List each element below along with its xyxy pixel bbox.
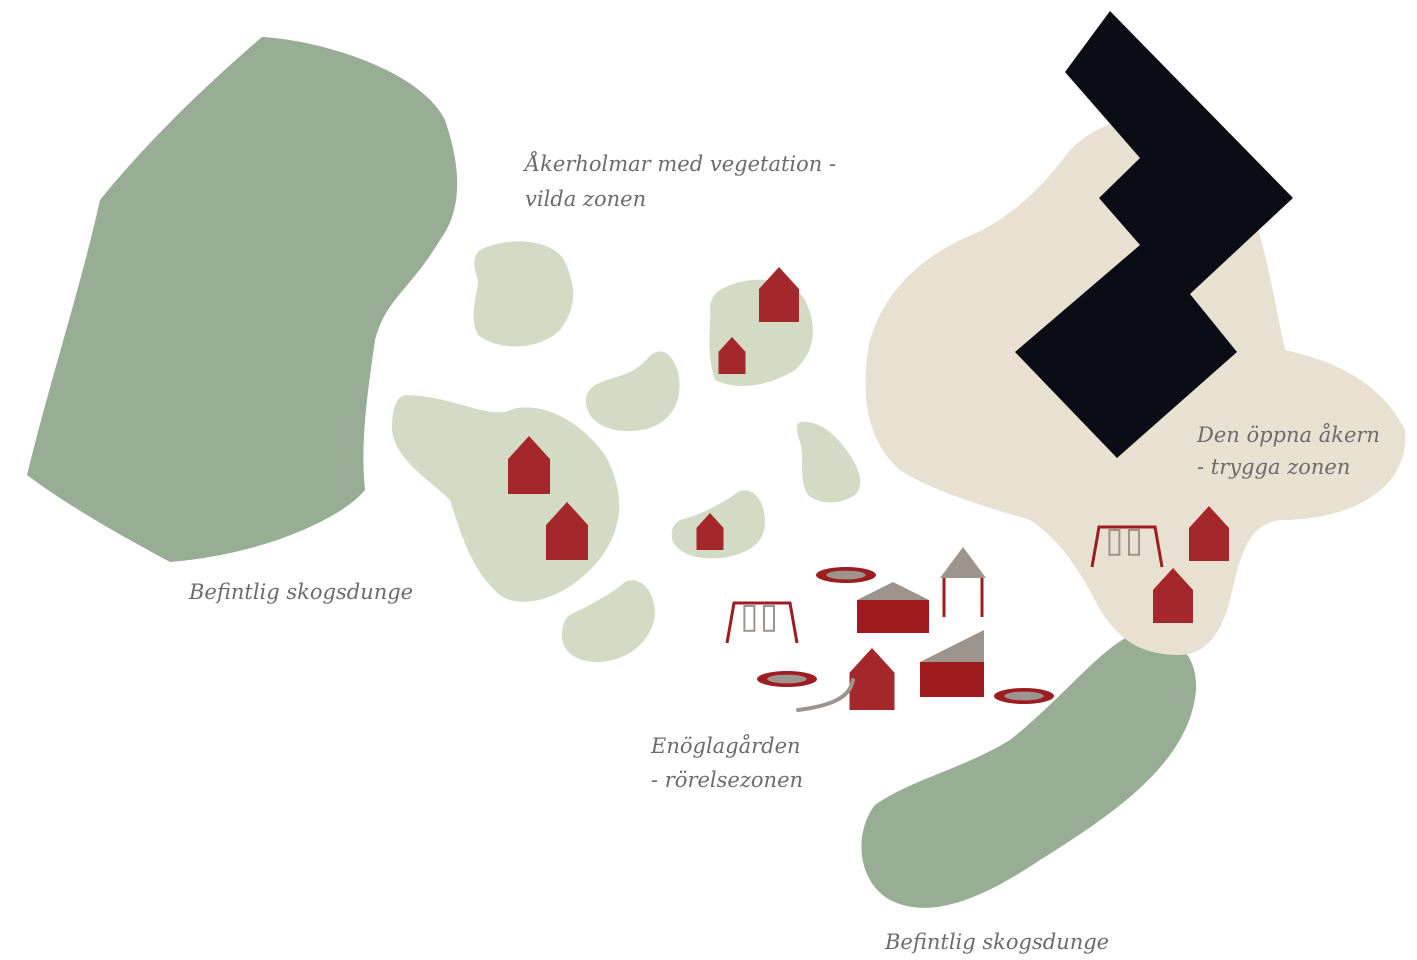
- label-safe-zone-line1: Den öppna åkern: [1197, 423, 1380, 447]
- house-icon: [546, 502, 588, 560]
- islet-7: [561, 580, 655, 663]
- house-icon: [1189, 506, 1229, 561]
- label-forest-left: Befintlig skogsdunge: [189, 580, 414, 604]
- label-movement-zone-line2: - rörelsezonen: [651, 768, 804, 792]
- house-icon: [1153, 568, 1193, 623]
- swing-icon: [1090, 525, 1164, 568]
- islet-4: [585, 351, 680, 432]
- forest-left: [27, 37, 458, 562]
- slide-icon: [796, 678, 855, 712]
- swing-icon: [725, 601, 799, 644]
- label-wild-zone-line1: Åkerholmar med vegetation -: [525, 152, 837, 176]
- house-icon: [718, 337, 746, 374]
- label-forest-bottom: Befintlig skogsdunge: [885, 930, 1110, 954]
- tower-icon: [940, 547, 986, 617]
- house-icon: [696, 513, 724, 550]
- label-safe-zone-line2: - trygga zonen: [1197, 455, 1351, 479]
- trampoline-icon: [816, 567, 876, 583]
- shed-icon: [920, 630, 984, 697]
- house-icon: [508, 436, 550, 494]
- islet-2: [392, 395, 620, 602]
- forest-bottom-right: [861, 635, 1197, 908]
- trampoline-icon: [994, 688, 1054, 704]
- trampoline-icon: [757, 671, 817, 687]
- label-movement-zone-line1: Enöglagården: [651, 734, 801, 758]
- shed-icon: [857, 582, 929, 633]
- label-wild-zone-line2: vilda zonen: [525, 187, 647, 211]
- islet-5: [796, 421, 861, 503]
- equipment-layer: [508, 267, 1229, 712]
- islet-1: [473, 241, 574, 347]
- house-icon: [759, 267, 799, 322]
- house-icon: [849, 648, 895, 710]
- school-building: [1015, 11, 1293, 458]
